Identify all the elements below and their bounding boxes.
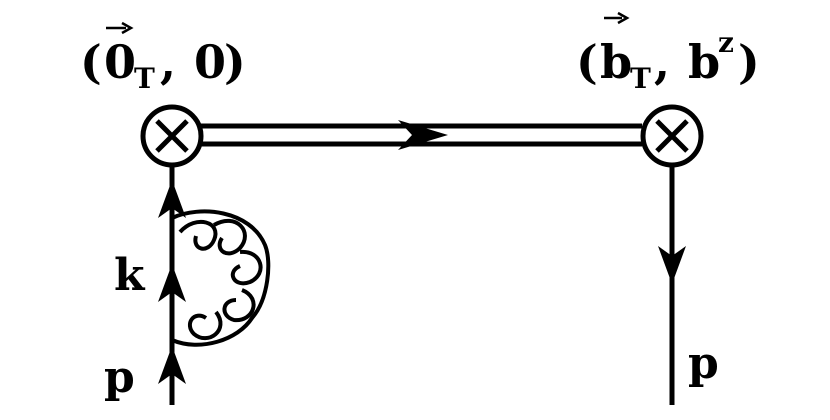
right-subscript: T: [630, 62, 651, 95]
left-top-arrowhead-icon: [158, 180, 186, 218]
left-open-paren: (: [80, 35, 102, 89]
left-middle-arrowhead-icon: [158, 264, 186, 302]
left-subscript: T: [134, 62, 155, 95]
right-second-coordinate: b: [688, 35, 720, 89]
right-separator: ,: [654, 35, 670, 89]
left-bottom-arrowhead-icon: [158, 346, 186, 384]
right-open-paren: (: [576, 35, 598, 89]
momentum-label-p-left: p: [104, 352, 135, 403]
wilson-line-arrowhead-icon: [398, 120, 448, 150]
left-close-paren: ): [224, 35, 246, 89]
vector-arrow-icon: [106, 21, 134, 35]
gluon-loop-icon: [171, 209, 271, 347]
right-vertex-label: ( b T , b z ): [576, 11, 760, 95]
vector-arrow-icon: [604, 11, 630, 25]
wilson-line: [200, 123, 642, 147]
left-vertex-label: ( 0 T , 0 ): [80, 21, 246, 95]
right-vector-symbol: b: [600, 35, 632, 89]
right-arrowhead-icon: [658, 246, 686, 284]
left-separator: ,: [160, 35, 176, 89]
momentum-label-p-right: p: [688, 338, 719, 389]
right-close-paren: ): [738, 35, 760, 89]
left-second-coordinate: 0: [194, 35, 226, 89]
left-vector-symbol: 0: [104, 35, 136, 89]
right-superscript: z: [718, 26, 734, 59]
left-vertex-circle-cross-icon: [140, 104, 204, 168]
right-vertex-circle-cross-icon: [640, 104, 704, 168]
momentum-label-k: k: [114, 250, 146, 301]
